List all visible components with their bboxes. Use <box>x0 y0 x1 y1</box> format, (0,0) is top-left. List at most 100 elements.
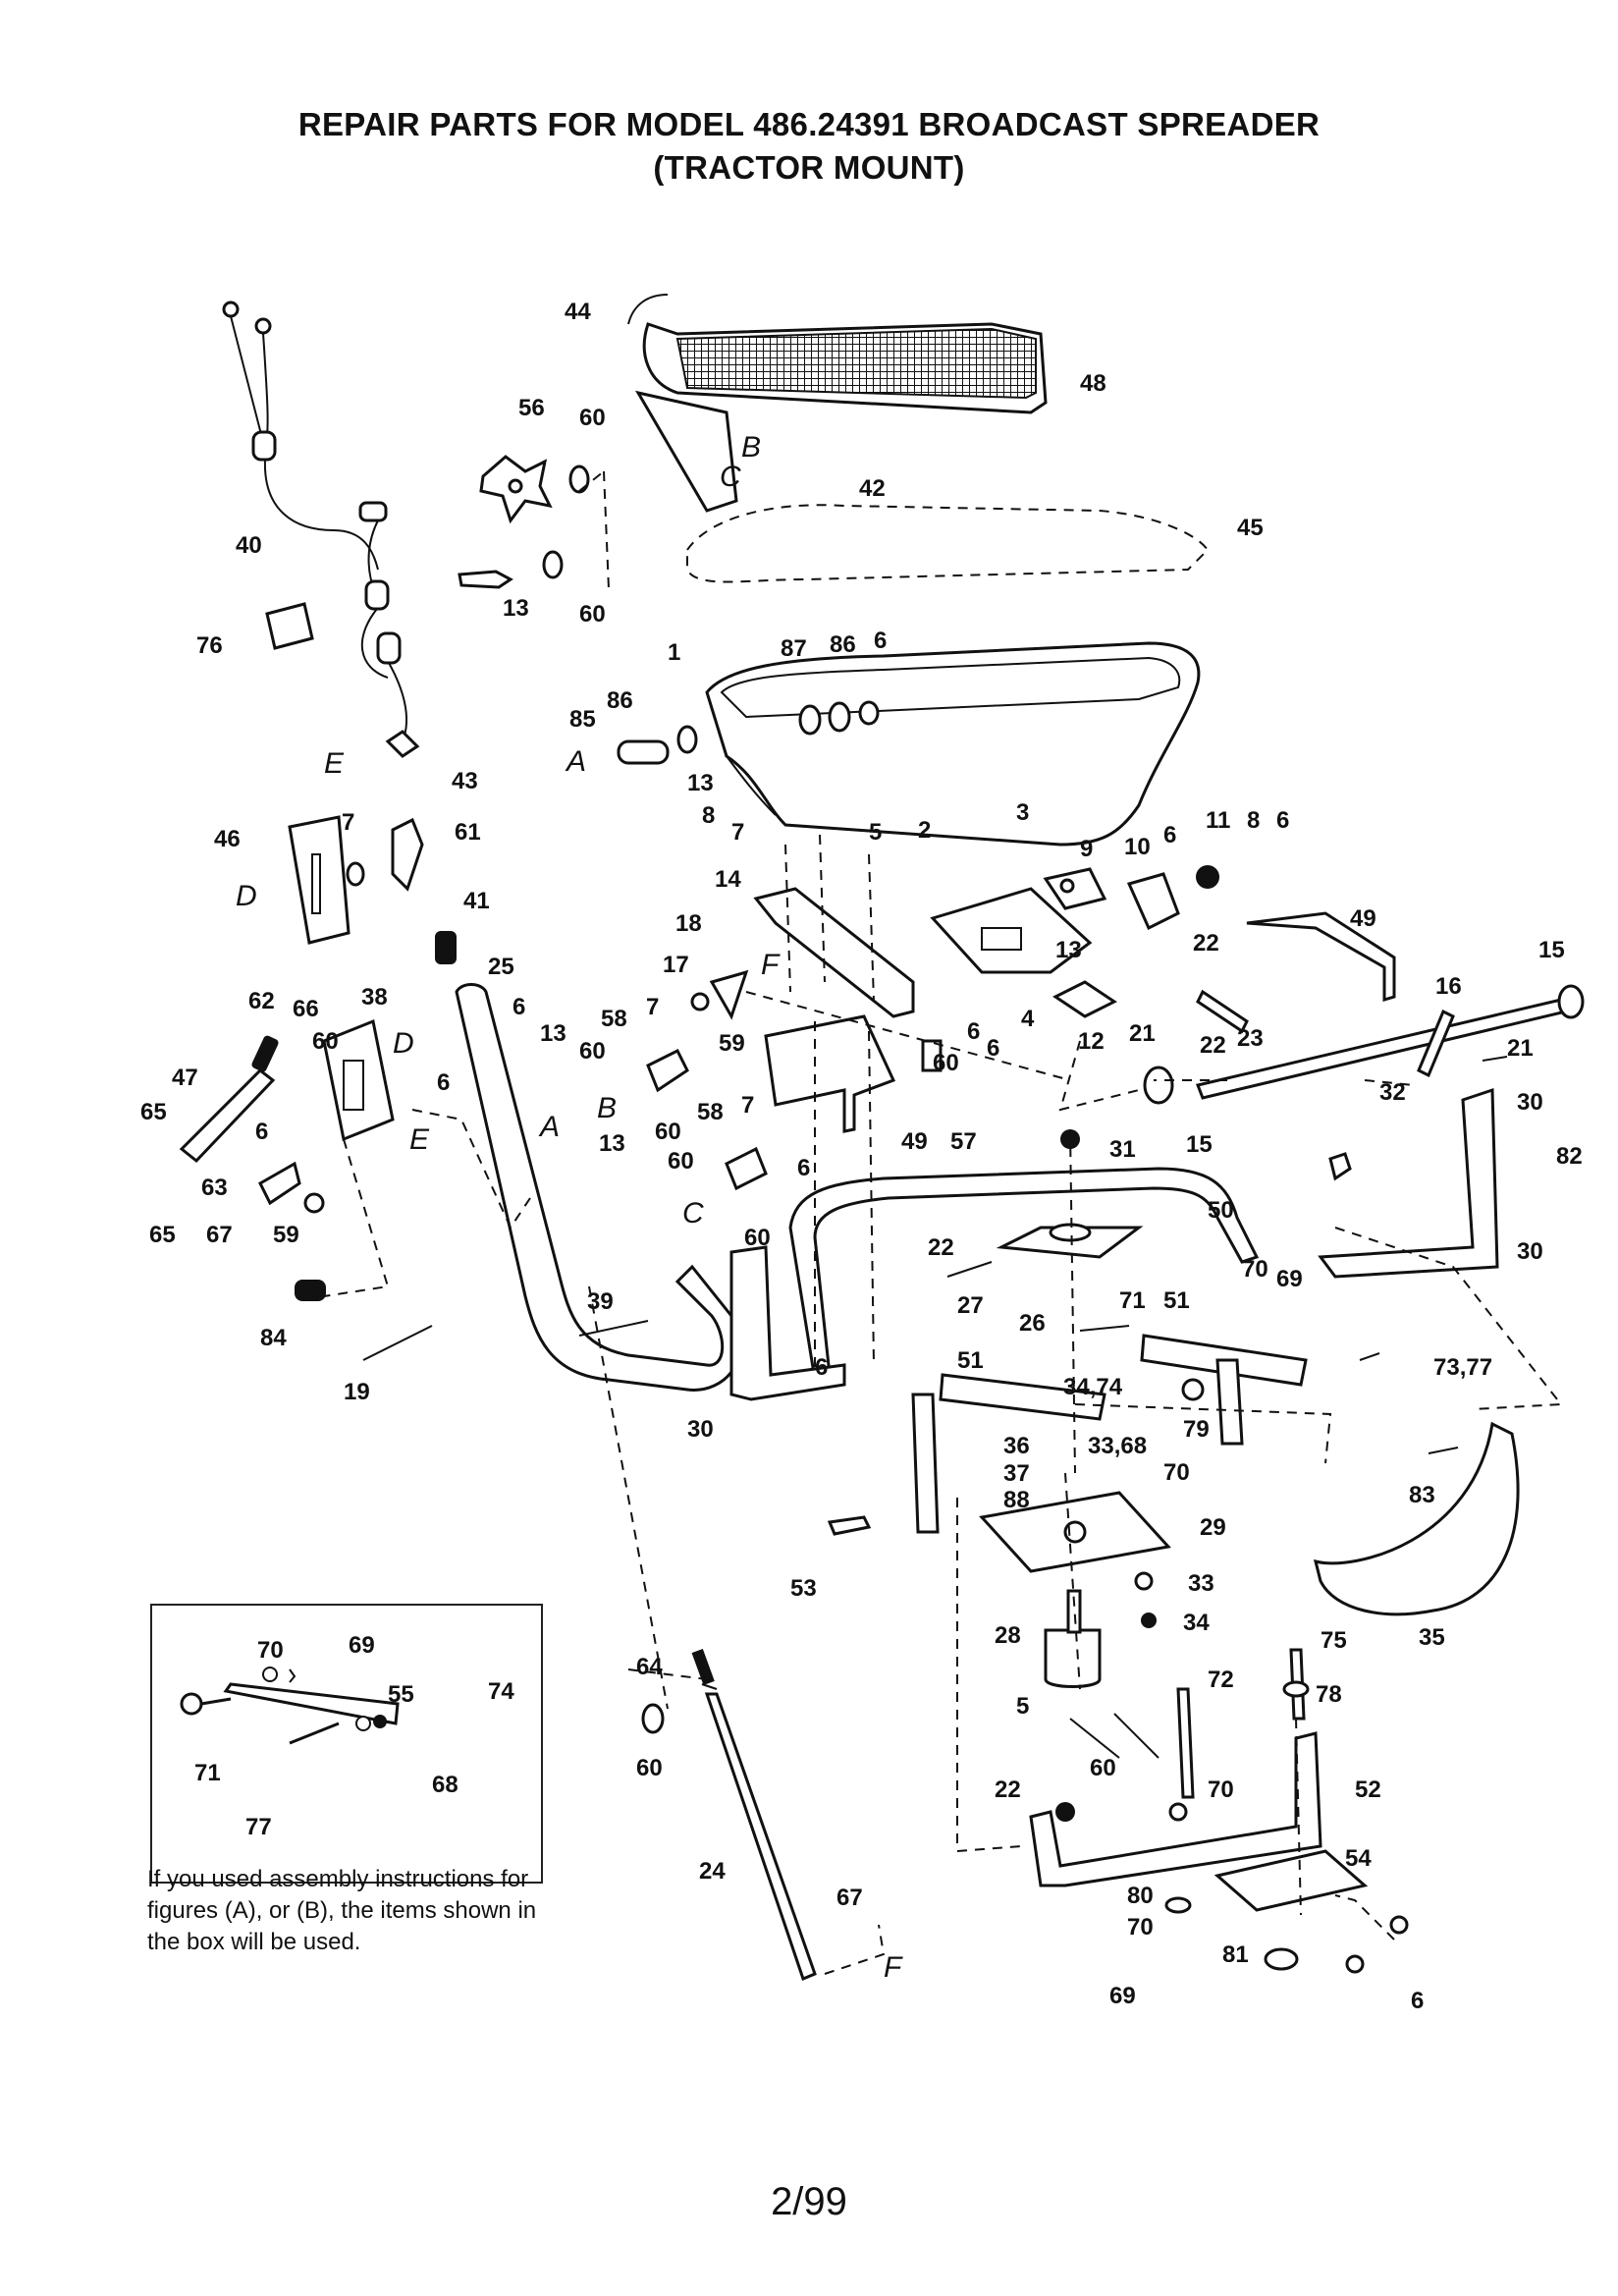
bracket-part-76 <box>265 602 314 650</box>
callout: 6 <box>987 1035 999 1062</box>
link-part-63 <box>258 1161 301 1206</box>
callout: 88 <box>1003 1487 1030 1513</box>
page-number: 2/99 <box>771 2180 847 2223</box>
spring-part-41 <box>435 931 457 964</box>
callout: 6 <box>1276 807 1289 834</box>
callout: 64 <box>636 1654 663 1680</box>
bushing-part-79 <box>1181 1378 1205 1401</box>
shaft-part-16 <box>1195 984 1585 1100</box>
link-part-18 <box>709 969 749 1020</box>
callout: 8 <box>702 802 715 829</box>
bracket-part-52 <box>1029 1731 1322 1887</box>
callout: 19 <box>344 1379 370 1405</box>
ref-letter: B <box>741 431 761 464</box>
washer-part-7-left <box>346 861 365 887</box>
bracket-part-30-left <box>729 1245 846 1401</box>
callout: 45 <box>1237 515 1264 541</box>
inset-box <box>150 1604 543 1884</box>
callout: 42 <box>859 475 886 502</box>
callout: 6 <box>437 1069 450 1096</box>
callout: 87 <box>781 635 807 662</box>
frame-part-50 <box>788 1167 1260 1382</box>
callout: 32 <box>1379 1079 1406 1106</box>
bolt-part-77 <box>289 1722 340 1745</box>
callout: 4 <box>1021 1006 1035 1032</box>
callout: 60 <box>655 1119 681 1145</box>
ref-letter: A <box>565 745 586 778</box>
callout: 85 <box>569 706 596 733</box>
ref-letter: D <box>236 880 257 912</box>
callout: 14 <box>715 866 741 893</box>
ref-letter: A <box>538 1111 560 1143</box>
callout: 60 <box>312 1028 339 1055</box>
bracket-part-38 <box>322 1018 395 1142</box>
callout: 76 <box>196 632 223 659</box>
callout: 21 <box>1129 1020 1156 1047</box>
callout: 6 <box>1163 822 1176 848</box>
callout: 80 <box>1127 1883 1154 1909</box>
washer-part-60-rod <box>641 1703 665 1734</box>
callout: 36 <box>1003 1433 1030 1459</box>
callout: 2 <box>918 817 931 844</box>
reference-letters: B C A E D F D E A B C F <box>236 431 903 1984</box>
callout: 50 <box>1208 1197 1234 1224</box>
handle-tube-part-25 <box>455 983 742 1392</box>
callout: 44 <box>565 299 591 325</box>
bolt-part-39 <box>578 1320 649 1337</box>
callout: 23 <box>1237 1025 1264 1052</box>
handle-part-61 <box>391 817 424 892</box>
callout: 35 <box>1419 1624 1445 1651</box>
callout: 72 <box>1208 1667 1234 1693</box>
callout: 62 <box>248 988 275 1014</box>
cover-part-45 <box>686 504 1210 583</box>
rod-part-24 <box>701 1683 817 1982</box>
pin-shaft <box>200 1697 232 1706</box>
callout: 75 <box>1321 1627 1347 1654</box>
callout: 8 <box>1247 807 1260 834</box>
callout: 66 <box>293 996 319 1022</box>
bracket-part-30-right <box>1318 1087 1499 1279</box>
turntable-part-26 <box>996 1223 1144 1259</box>
callout: 60 <box>1090 1755 1116 1781</box>
callout: 60 <box>579 405 606 431</box>
callout: 70 <box>1163 1459 1190 1486</box>
pin-part-27 <box>946 1261 993 1278</box>
wiring-harness-part-40 <box>222 301 408 742</box>
callout: 77 <box>245 1814 272 1840</box>
callout: 67 <box>836 1885 863 1911</box>
pin-part-72 <box>1176 1687 1195 1799</box>
washer-part-33 <box>1134 1571 1154 1591</box>
callout: 22 <box>928 1234 954 1261</box>
callout: 47 <box>172 1065 198 1091</box>
bracket-part-49-right <box>1246 911 1396 1003</box>
washer-part-80 <box>1164 1896 1192 1914</box>
callout: 52 <box>1355 1777 1381 1803</box>
callout: 18 <box>675 910 702 937</box>
callout: 34 <box>1183 1610 1210 1636</box>
bar-part-51-right <box>1140 1334 1308 1446</box>
callout: 70 <box>257 1637 284 1664</box>
plate-part-14 <box>753 887 915 1018</box>
callout: 6 <box>512 994 525 1020</box>
bracket-part-9 <box>1043 867 1107 910</box>
callout: 78 <box>1316 1681 1342 1708</box>
callout: 53 <box>790 1575 817 1602</box>
callout: 65 <box>140 1099 167 1125</box>
spring-part-64 <box>691 1648 715 1685</box>
bushing-part-15 <box>1143 1066 1174 1105</box>
bracket-part-49-center <box>764 1014 896 1133</box>
ref-letter: E <box>409 1123 430 1156</box>
callout: 22 <box>1193 930 1219 957</box>
clip-part-69 <box>289 1668 297 1683</box>
nut-part-74 <box>373 1715 387 1728</box>
callout: 27 <box>957 1292 984 1319</box>
page-title: REPAIR PARTS FOR MODEL 486.24391 BROADCA… <box>297 106 1321 142</box>
cap-part-17 <box>690 992 710 1011</box>
callout: 17 <box>663 952 689 978</box>
callout: 38 <box>361 984 388 1011</box>
callout: 11 <box>1206 807 1230 834</box>
callout: 5 <box>869 819 882 846</box>
callout: 7 <box>342 809 354 836</box>
spring-part-11 <box>1196 865 1219 889</box>
callout: 60 <box>579 601 606 628</box>
